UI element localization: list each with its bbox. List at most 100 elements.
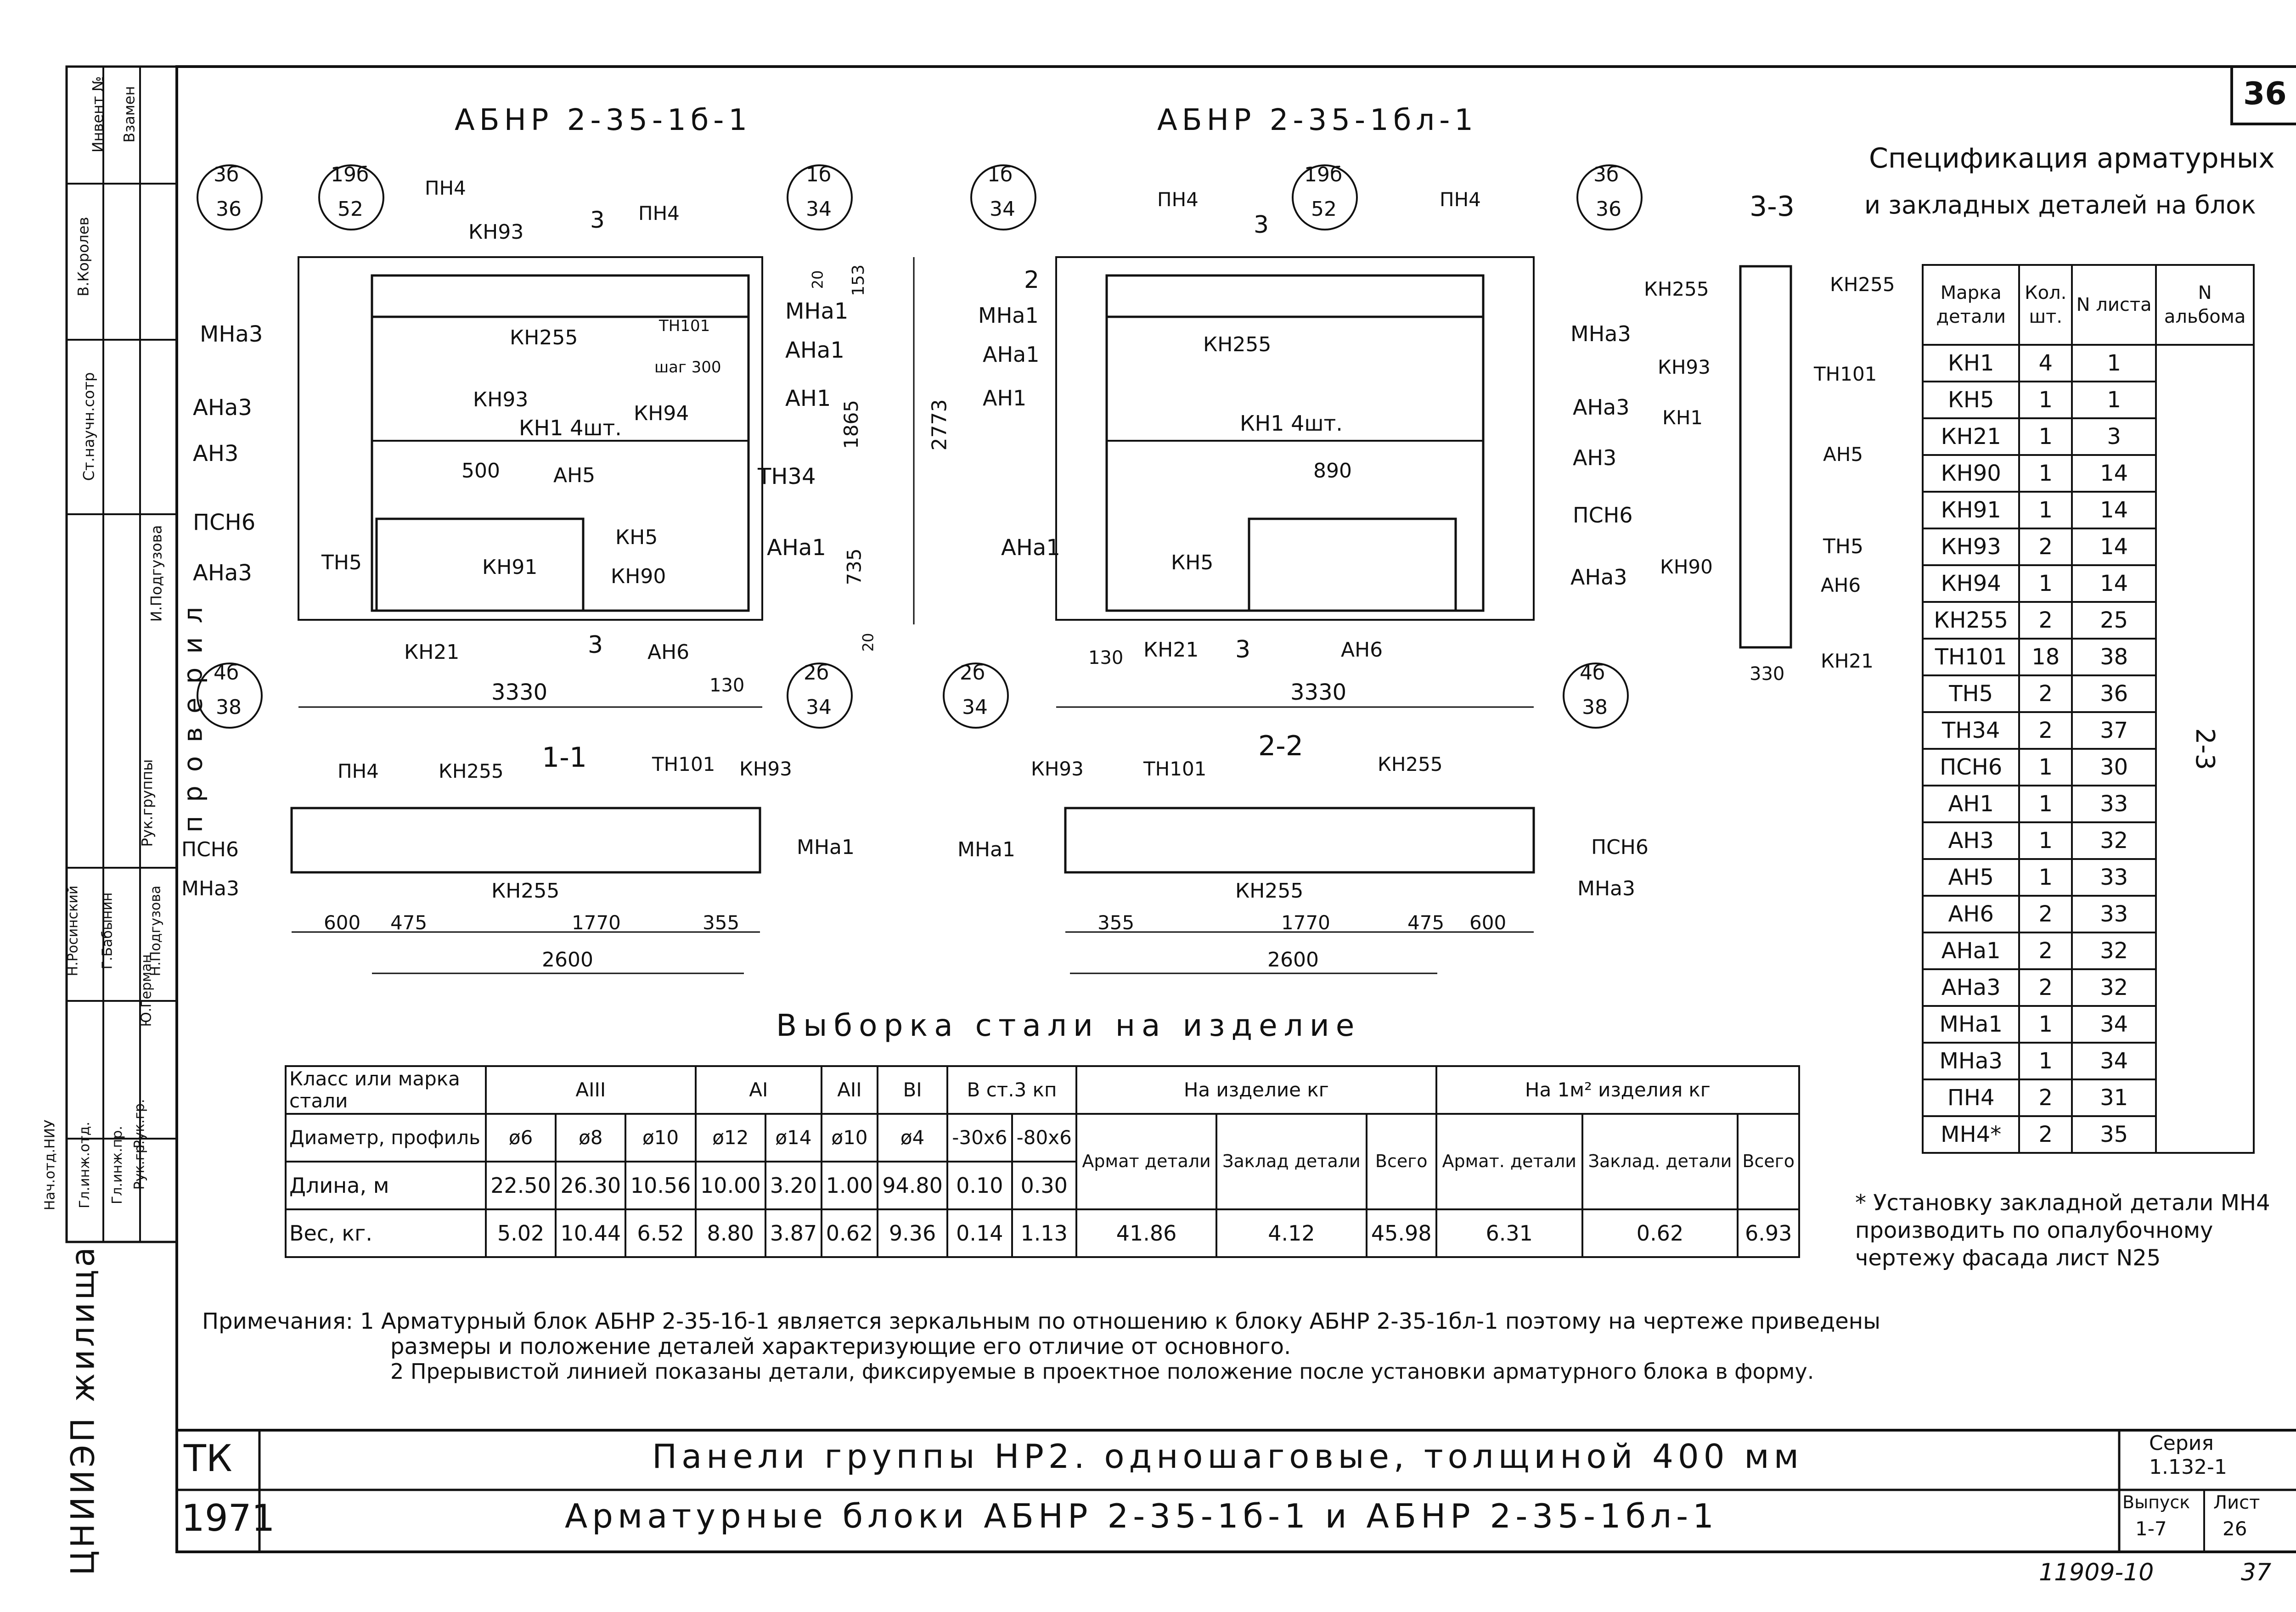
label-r-12: 3 — [1235, 636, 1251, 663]
stamp-6: Рук.группы — [138, 759, 156, 847]
dim-22-a: 355 — [1097, 911, 1135, 934]
label-l-26: 3 — [588, 631, 603, 659]
label-33-9: КН21 — [1821, 650, 1874, 672]
dim-22-c: 475 — [1407, 911, 1445, 934]
steel-cell: 10.56 — [625, 1161, 697, 1210]
tb-sheet-label: Лист — [2213, 1492, 2260, 1513]
label-22-5: ПСН6 — [1591, 836, 1649, 859]
steel-class-label: Класс или марка стали — [285, 1065, 487, 1115]
label-22-1: ТН101 — [1143, 758, 1207, 780]
steel-group-a3: АIII — [485, 1065, 697, 1115]
spec-footnote: * Установку закладной детали МН4 произво… — [1855, 1190, 2270, 1271]
spec-cell: ТН5 — [1921, 674, 2020, 713]
label-l-27: АН6 — [647, 640, 690, 664]
spec-cell: 2 — [2018, 674, 2073, 713]
steel-sub: Всего — [1365, 1113, 1437, 1210]
spec-cell: 31 — [2071, 1078, 2157, 1117]
label-r-15: АНа3 — [1573, 395, 1630, 420]
steel-diam: ø10 — [625, 1113, 697, 1163]
callout-r3-bottom: 36 — [1596, 197, 1621, 221]
spec-cell: 1 — [2018, 858, 2073, 897]
steel-cell: 1.13 — [1011, 1208, 1077, 1258]
footer-number: 11909-10 — [2039, 1559, 2154, 1586]
steel-cell: 0.14 — [946, 1208, 1013, 1258]
label-r-6: АН1 — [983, 386, 1027, 410]
steel-sub: Всего — [1737, 1113, 1800, 1210]
label-11-3: КН93 — [739, 758, 792, 780]
spec-cell: АН6 — [1921, 895, 2020, 933]
label-r-14: МНа3 — [1570, 321, 1631, 346]
label-l-6: АН3 — [193, 441, 239, 466]
label-33-1: КН255 — [1830, 273, 1895, 296]
label-l-21: АНа1 — [785, 337, 844, 363]
spec-h-mark: Марка детали — [1921, 264, 2020, 346]
callout-r5-bottom: 38 — [1582, 696, 1608, 719]
steel-cell: 45.98 — [1365, 1208, 1437, 1258]
label-l-23: ТН34 — [758, 464, 816, 489]
spec-cell: 32 — [2071, 821, 2157, 860]
page-number: 36 — [2243, 76, 2287, 112]
spec-cell: АНа1 — [1921, 932, 2020, 970]
stamp-10: Ю.Герман — [138, 954, 155, 1027]
spec-cell: 34 — [2071, 1042, 2157, 1080]
spec-cell: 4 — [2018, 344, 2073, 382]
steel-cell: 0.10 — [946, 1161, 1013, 1210]
spec-title-2: и закладных деталей на блок — [1864, 191, 2256, 219]
stamp-12: Рук.гр. — [131, 1099, 148, 1149]
label-l-11: ТН101 — [659, 317, 710, 335]
steel-sub: Армат. детали — [1435, 1113, 1583, 1210]
dim-33-width: 330 — [1750, 663, 1785, 685]
steel-diam-label: Диаметр, профиль — [285, 1113, 487, 1163]
tb-tk: ТК — [184, 1437, 232, 1480]
spec-h-qty: Кол. шт. — [2018, 264, 2073, 346]
title-left-view: АБНР 2-35-1б-1 — [455, 103, 752, 137]
label-l-12: шаг 300 — [654, 358, 721, 376]
steel-cell: 9.36 — [876, 1208, 949, 1258]
steel-cell: 0.30 — [1011, 1161, 1077, 1210]
label-l-13: КН93 — [473, 388, 529, 411]
steel-diam: -80x6 — [1011, 1113, 1077, 1163]
label-r-11: КН21 — [1143, 638, 1199, 662]
dim-22-d: 600 — [1469, 911, 1507, 934]
label-l-1: ПН4 — [638, 202, 680, 225]
label-r-16: АН3 — [1573, 445, 1617, 470]
steel-cell: 6.52 — [625, 1208, 697, 1258]
label-11-1: КН255 — [439, 760, 504, 782]
spec-cell: 2 — [2018, 895, 2073, 933]
callout-l4-top: 4б — [214, 661, 239, 685]
steel-diam: ø14 — [764, 1113, 822, 1163]
label-l-10: КН255 — [510, 326, 578, 349]
label-33-8: АН6 — [1821, 574, 1861, 596]
callout-r1-bottom: 34 — [990, 197, 1015, 221]
spec-cell: АН5 — [1921, 858, 2020, 897]
spec-cell: 33 — [2071, 895, 2157, 933]
steel-cell: 10.44 — [555, 1208, 627, 1258]
steel-group-product: На изделие кг — [1075, 1065, 1437, 1115]
steel-group-b1: ВI — [876, 1065, 949, 1115]
spec-cell: 1 — [2018, 1042, 2073, 1080]
stamp-7: Н.Росинский — [65, 885, 81, 977]
label-r-10: КН5 — [1171, 551, 1214, 574]
note-2: 2 Прерывистой линией показаны детали, фи… — [390, 1359, 1814, 1384]
spec-cell: 1 — [2071, 344, 2157, 382]
tb-issue: 1-7 — [2135, 1517, 2167, 1540]
table-row: Вес, кг. 5.02 10.44 6.52 8.80 3.87 0.62 … — [285, 1208, 1800, 1258]
dim-11-a: 600 — [324, 911, 361, 934]
label-33-4: КН1 — [1662, 406, 1703, 429]
label-l-14: КН94 — [634, 402, 689, 425]
section-3-3-title: 3-3 — [1750, 191, 1795, 223]
spec-cell: 2 — [2018, 1078, 2073, 1117]
spec-cell: 1 — [2018, 564, 2073, 603]
callout-l5-top: 2б — [804, 661, 829, 685]
label-l-22: АН1 — [785, 386, 831, 411]
